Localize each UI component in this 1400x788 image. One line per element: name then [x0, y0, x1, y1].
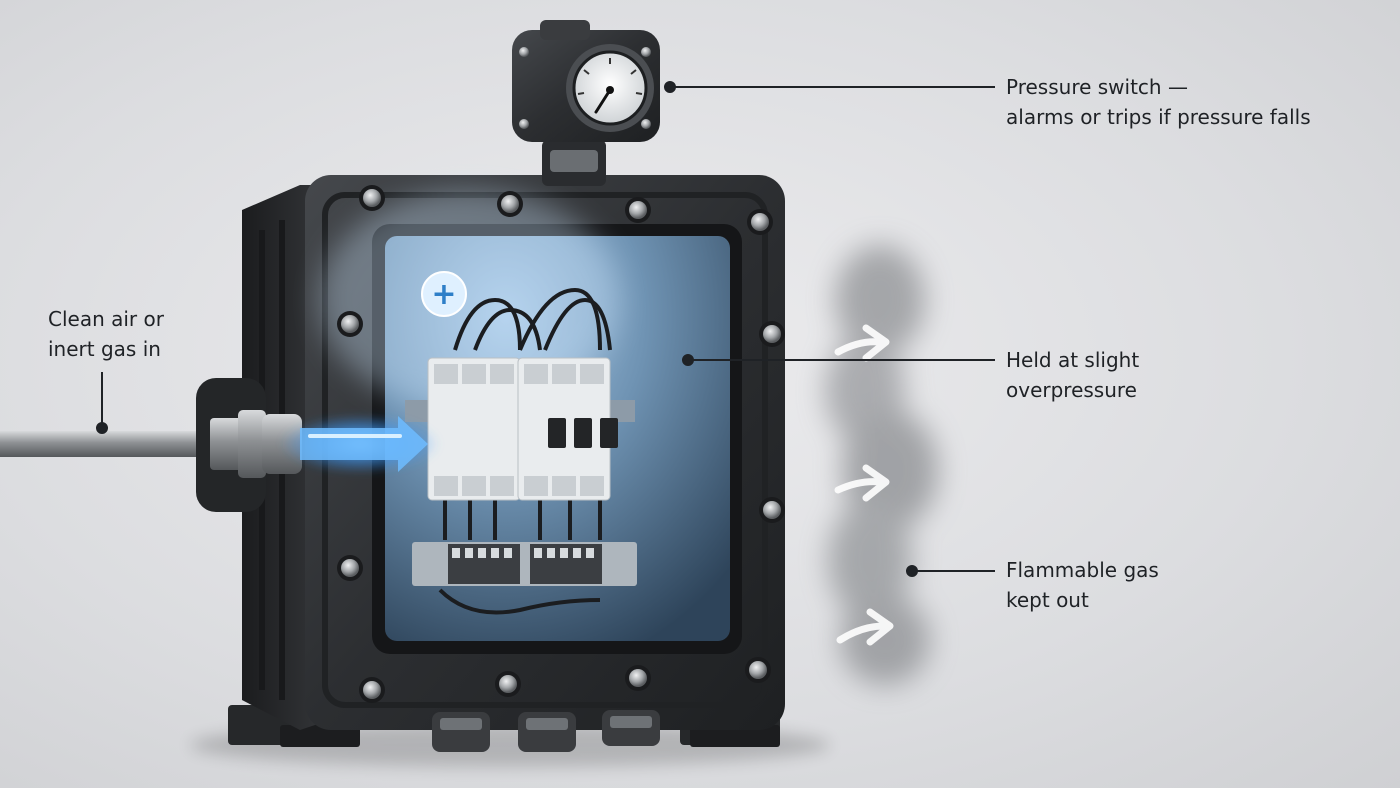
callout-supply-line1: Clean air or: [48, 307, 164, 331]
interior-highlight: [320, 190, 620, 410]
inflow-arrow-icon: [300, 416, 428, 472]
callout-flammable-gas-line2: kept out: [1006, 588, 1089, 612]
callout-pressure-switch-line1: Pressure switch —: [1006, 75, 1188, 99]
callout-supply: Clean air or inert gas in: [48, 304, 164, 364]
circuit-breakers: [427, 357, 618, 501]
callout-overpressure: Held at slight overpressure: [1006, 345, 1139, 405]
callout-pressure-switch-line2: alarms or trips if pressure falls: [1006, 105, 1311, 129]
plus-icon: +: [421, 271, 467, 317]
callout-flammable-gas-line1: Flammable gas: [1006, 558, 1159, 582]
callout-lines: [96, 81, 995, 577]
positive-pressure-symbol: +: [431, 277, 456, 312]
cable-glands: [432, 710, 660, 752]
pressure-gauge-icon: [566, 44, 654, 132]
callout-overpressure-line1: Held at slight: [1006, 348, 1140, 372]
internal-wiring: [438, 287, 612, 615]
callout-pressure-switch: Pressure switch — alarms or trips if pre…: [1006, 72, 1311, 132]
outflow-arrow-icon: [834, 324, 894, 646]
terminal-blocks: [412, 542, 637, 586]
supply-pipe: [0, 378, 302, 512]
callout-flammable-gas: Flammable gas kept out: [1006, 555, 1159, 615]
cover-bolts: [337, 185, 785, 703]
callout-supply-line2: inert gas in: [48, 337, 161, 361]
callout-overpressure-line2: overpressure: [1006, 378, 1137, 402]
pressure-switch: [512, 20, 660, 186]
